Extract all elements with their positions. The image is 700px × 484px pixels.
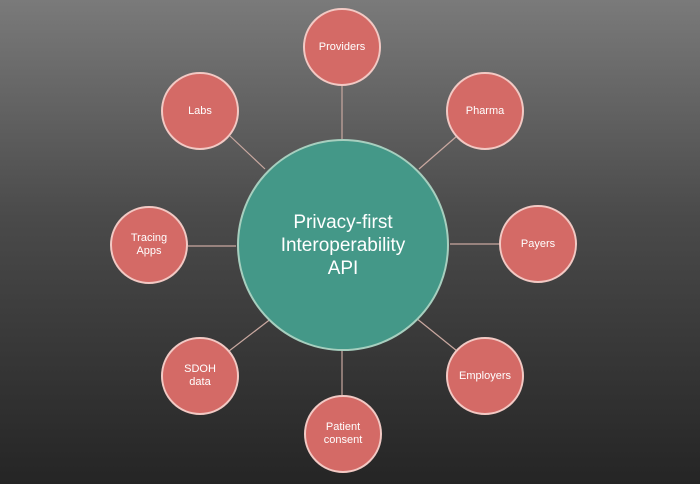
connector-labs (229, 135, 266, 170)
node-label: Labs (188, 104, 212, 117)
node-pharma: Pharma (446, 72, 524, 150)
hub-label: Privacy-first Interoperability API (280, 211, 406, 279)
node-label: Pharma (465, 104, 505, 117)
connector-employers (415, 317, 458, 352)
node-label: Tracing Apps (130, 232, 168, 257)
node-label: Employers (459, 369, 511, 382)
node-label: Patient consent (323, 421, 363, 446)
node-label: Providers (318, 40, 366, 53)
node-payers: Payers (499, 205, 577, 283)
node-employers: Employers (446, 337, 524, 415)
node-label: Payers (520, 237, 556, 250)
node-label: SDOH data (184, 363, 216, 388)
node-tracing-apps: Tracing Apps (110, 206, 188, 284)
hub-node: Privacy-first Interoperability API (237, 139, 449, 351)
connector-sdoh-data (228, 317, 273, 352)
node-providers: Providers (303, 8, 381, 86)
connector-pharma (418, 135, 458, 170)
node-patient-consent: Patient consent (304, 395, 382, 473)
node-sdoh-data: SDOH data (161, 337, 239, 415)
node-labs: Labs (161, 72, 239, 150)
